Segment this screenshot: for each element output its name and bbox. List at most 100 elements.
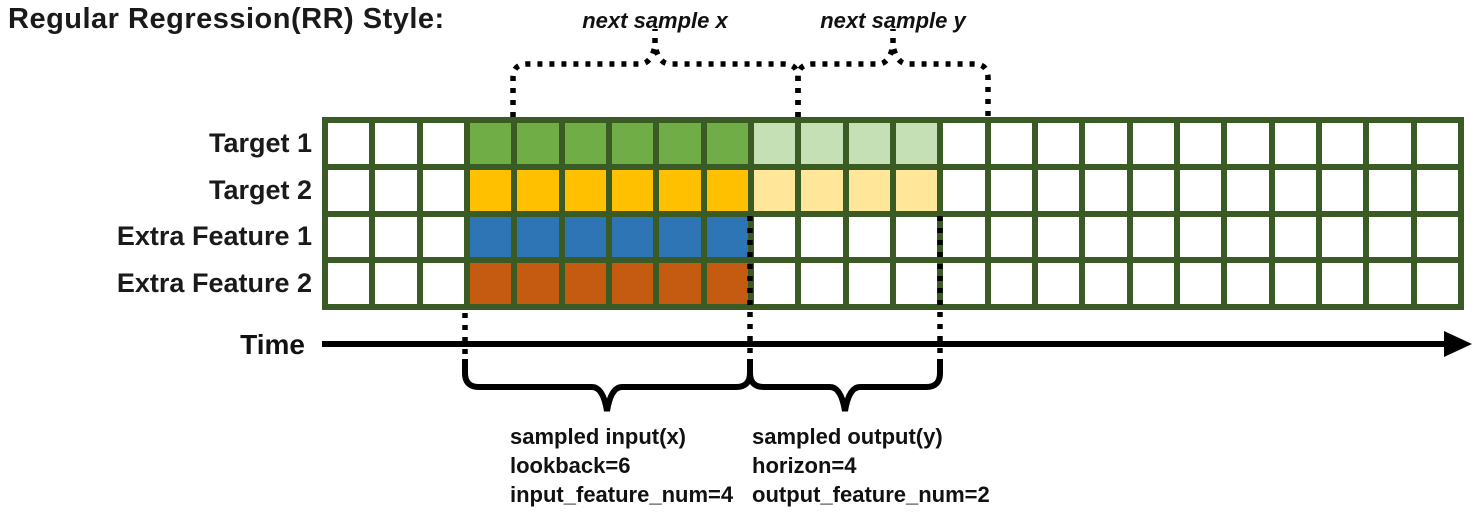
- grid-cell: [1274, 123, 1316, 164]
- grid-cell: [943, 263, 985, 304]
- grid-cell: [1321, 169, 1364, 211]
- grid-cell: [328, 169, 370, 211]
- grid-cell: [517, 169, 559, 211]
- grid-cell: [1179, 216, 1222, 258]
- grid-cell: [1274, 263, 1316, 304]
- output-feature-num: output_feature_num=2: [752, 482, 990, 507]
- grid-cell: [753, 263, 796, 304]
- grid-cell: [328, 123, 370, 164]
- grid-cell: [659, 169, 701, 211]
- grid-cell: [1037, 216, 1080, 258]
- grid-cell: [1179, 263, 1222, 304]
- grid-cell: [1179, 169, 1222, 211]
- grid-cell: [1085, 216, 1127, 258]
- time-axis-label: Time: [240, 329, 305, 360]
- grid-cell: [659, 216, 701, 258]
- lookback-value: lookback=6: [510, 453, 631, 478]
- next-sample-y-brace: [795, 29, 991, 117]
- grid-cell: [1037, 263, 1080, 304]
- grid-cell: [611, 216, 654, 258]
- grid-cell: [564, 123, 606, 164]
- grid-cell: [801, 263, 843, 304]
- grid-cell: [706, 263, 748, 304]
- grid-cell: [1369, 263, 1411, 304]
- grid-cell: [943, 169, 985, 211]
- grid-cell: [1227, 263, 1269, 304]
- grid-cell: [1369, 216, 1411, 258]
- grid-cell: [611, 123, 654, 164]
- grid-cell: [1416, 216, 1458, 258]
- grid-cell: [517, 216, 559, 258]
- horizon-value: horizon=4: [752, 453, 857, 478]
- grid-cell: [1227, 216, 1269, 258]
- grid-cell: [943, 123, 985, 164]
- grid-cell: [1416, 123, 1458, 164]
- grid-cell: [1274, 216, 1316, 258]
- grid-cell: [469, 123, 512, 164]
- grid-cell: [753, 216, 796, 258]
- grid-cell: [1227, 169, 1269, 211]
- grid-cell: [848, 169, 890, 211]
- grid-cell: [328, 263, 370, 304]
- grid-cell: [1321, 216, 1364, 258]
- grid-cell: [801, 216, 843, 258]
- grid-cell: [895, 216, 938, 258]
- grid-cell: [564, 263, 606, 304]
- row-label-extra-feature-2: Extra Feature 2: [116, 268, 312, 298]
- sampled-input-annotation: sampled input(x) lookback=6 input_featur…: [510, 422, 733, 509]
- grid-cell: [1369, 169, 1411, 211]
- sampled-input-title: sampled input(x): [510, 424, 687, 449]
- grid-cell: [706, 123, 748, 164]
- grid-cell: [1179, 123, 1222, 164]
- grid-cell: [848, 216, 890, 258]
- grid-cell: [1132, 169, 1174, 211]
- input-feature-num: input_feature_num=4: [510, 482, 734, 507]
- grid-cell: [422, 263, 464, 304]
- sampled-input-brace: [462, 359, 753, 412]
- grid-cell: [375, 169, 417, 211]
- grid-cell: [1085, 169, 1127, 211]
- grid-cell: [517, 123, 559, 164]
- grid-cell: [1321, 123, 1364, 164]
- grid-cell: [1369, 123, 1411, 164]
- grid-cell: [895, 263, 938, 304]
- grid-cell: [895, 169, 938, 211]
- grid-cell: [611, 263, 654, 304]
- sampled-output-title: sampled output(y): [752, 424, 943, 449]
- grid-cell: [659, 123, 701, 164]
- row-label-extra-feature-1: Extra Feature 1: [116, 221, 312, 251]
- grid-cell: [1132, 123, 1174, 164]
- next-sample-x-brace: [510, 29, 801, 117]
- grid-cell: [659, 263, 701, 304]
- row-label-target-1: Target 1: [208, 128, 312, 158]
- grid-cell: [1132, 216, 1174, 258]
- grid-cell: [1085, 123, 1127, 164]
- page-title: Regular Regression(RR) Style:: [8, 3, 445, 35]
- grid-cell: [1227, 123, 1269, 164]
- grid-cell: [422, 216, 464, 258]
- grid-cell: [611, 169, 654, 211]
- row-label-target-2: Target 2: [208, 175, 312, 205]
- grid-cell: [564, 169, 606, 211]
- grid-cell: [990, 169, 1032, 211]
- grid-cell: [469, 216, 512, 258]
- grid-cell: [422, 123, 464, 164]
- sampled-output-brace: [747, 359, 943, 412]
- grid-cell: [1274, 169, 1316, 211]
- grid-cell: [469, 263, 512, 304]
- grid-cell: [943, 216, 985, 258]
- grid-cell: [1416, 169, 1458, 211]
- grid-cell: [375, 263, 417, 304]
- grid-cell: [706, 169, 748, 211]
- grid-cell: [990, 216, 1032, 258]
- sampled-output-annotation: sampled output(y) horizon=4 output_featu…: [752, 422, 990, 509]
- grid-cell: [1037, 169, 1080, 211]
- grid-cell: [469, 169, 512, 211]
- sample-grid: [322, 117, 1464, 310]
- grid-cell: [1321, 263, 1364, 304]
- grid-cell: [753, 123, 796, 164]
- grid-cell: [422, 169, 464, 211]
- grid-cell: [1132, 263, 1174, 304]
- grid-cell: [328, 216, 370, 258]
